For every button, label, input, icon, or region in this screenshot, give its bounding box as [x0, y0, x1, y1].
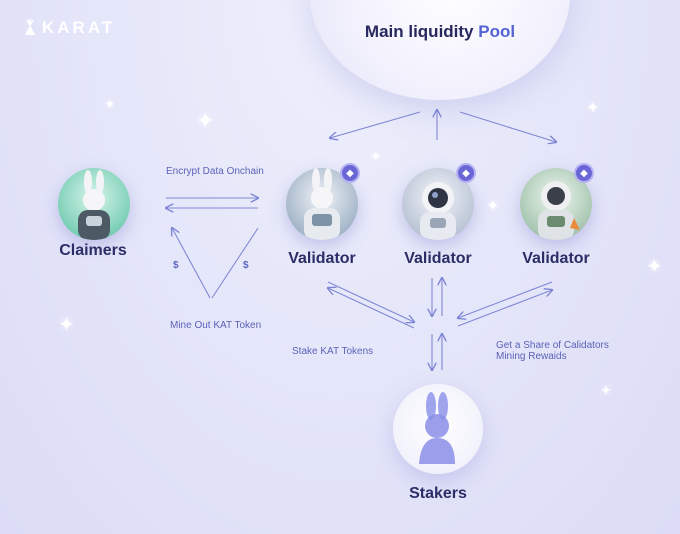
label-encrypt-data: Encrypt Data Onchain: [166, 166, 264, 177]
label-mine-out: Mine Out KAT Token: [170, 320, 261, 331]
stakers-avatar: [393, 384, 483, 474]
arrow-hub-to-validator-1: [328, 288, 414, 328]
label-rewards-line-2: Mining Rewaids: [496, 351, 609, 362]
rabbit-silhouette-icon: [393, 384, 483, 474]
arrow-hub-to-validator-3: [458, 290, 552, 326]
validator-badge-icon: ◆: [574, 163, 594, 183]
line-mine-to-validator: [212, 228, 258, 298]
arrow-pool-to-validator-3: [460, 112, 556, 142]
arrow-validator-3-to-hub: [458, 282, 552, 318]
validator-badge-icon: ◆: [340, 163, 360, 183]
node-label-claimers: Claimers: [33, 242, 153, 260]
node-label-validator-1: Validator: [262, 250, 382, 268]
arrow-pool-to-validator-1: [330, 112, 420, 138]
node-label-validator-2: Validator: [378, 250, 498, 268]
dollar-right-icon: $: [243, 260, 249, 271]
node-label-stakers: Stakers: [378, 485, 498, 503]
label-rewards-line-1: Get a Share of Calidators: [496, 340, 609, 351]
validator-badge-icon: ◆: [456, 163, 476, 183]
rabbit-avatar-icon: [58, 168, 130, 240]
arrow-validator-1-to-hub: [328, 282, 414, 322]
node-label-validator-3: Validator: [496, 250, 616, 268]
label-stake-tokens: Stake KAT Tokens: [292, 346, 373, 357]
claimers-avatar: [58, 168, 130, 240]
label-mining-rewards: Get a Share of Calidators Mining Rewaids: [496, 340, 609, 362]
dollar-left-icon: $: [173, 260, 179, 271]
